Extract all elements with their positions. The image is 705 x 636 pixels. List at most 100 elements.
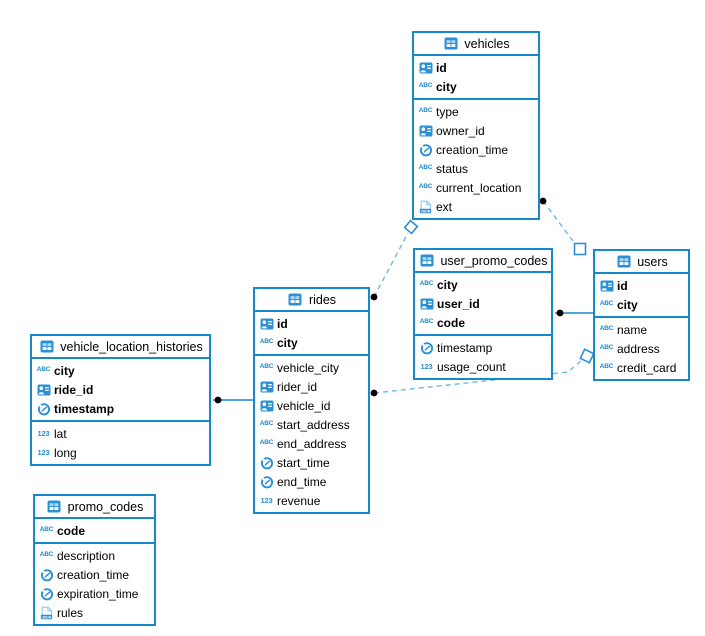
column-name: revenue xyxy=(277,493,321,508)
column-row-rider_id[interactable]: rider_id xyxy=(255,377,368,396)
endpoint-square xyxy=(403,219,419,235)
column-row-expiration_time[interactable]: expiration_time xyxy=(35,584,154,603)
abc-icon: ABC xyxy=(419,280,434,288)
column-row-id[interactable]: id xyxy=(255,314,368,333)
column-row-owner_id[interactable]: owner_id xyxy=(414,121,538,140)
abc-icon: ABC xyxy=(259,363,274,371)
abc-icon: ABC xyxy=(259,420,274,428)
clock-icon xyxy=(417,143,434,157)
column-row-id[interactable]: id xyxy=(595,276,688,295)
table-icon xyxy=(287,293,304,306)
abc-icon: ABC xyxy=(419,318,434,326)
table-icon xyxy=(615,255,632,268)
column-row-start_time[interactable]: start_time xyxy=(255,453,368,472)
column-name: city xyxy=(617,297,638,312)
123-icon: 123 xyxy=(260,495,273,505)
id-icon xyxy=(258,318,275,330)
table-name: vehicle_location_histories xyxy=(60,339,203,354)
column-row-creation_time[interactable]: creation_time xyxy=(35,565,154,584)
table-header[interactable]: rides xyxy=(255,289,368,312)
column-row-timestamp[interactable]: timestamp xyxy=(32,399,209,418)
column-name: expiration_time xyxy=(57,586,139,601)
column-name: address xyxy=(617,341,660,356)
table-header[interactable]: vehicle_location_histories xyxy=(32,336,209,359)
123-icon: 123 xyxy=(37,428,50,438)
column-name: type xyxy=(436,104,459,119)
column-name: ext xyxy=(436,199,453,214)
abc-icon: ABC xyxy=(599,325,614,333)
table-name: vehicles xyxy=(464,36,510,51)
json-icon: JSON xyxy=(38,606,55,620)
column-row-ride_id[interactable]: ride_id xyxy=(32,380,209,399)
clock-icon xyxy=(258,456,275,470)
column-name: code xyxy=(57,523,86,538)
clock-icon xyxy=(38,587,55,601)
relationship-vehicles-to-users[interactable] xyxy=(542,200,577,246)
column-row-id[interactable]: id xyxy=(414,58,538,77)
table-header[interactable]: users xyxy=(595,251,688,274)
table-name: rides xyxy=(308,292,337,307)
column-name: city xyxy=(277,335,298,350)
abc-icon: ABC xyxy=(39,551,54,559)
table-header[interactable]: vehicles xyxy=(414,33,538,56)
column-row-vehicle_id[interactable]: vehicle_id xyxy=(255,396,368,415)
column-row-user_id[interactable]: user_id xyxy=(415,294,551,313)
column-row-creation_time[interactable]: creation_time xyxy=(414,140,538,159)
column-name: long xyxy=(54,445,77,460)
table-header[interactable]: promo_codes xyxy=(35,496,154,519)
id-icon xyxy=(258,400,275,412)
column-name: end_address xyxy=(277,436,347,451)
column-name: start_time xyxy=(277,455,330,470)
abc-icon: ABC xyxy=(418,164,433,172)
column-name: ride_id xyxy=(54,382,94,397)
abc-icon: ABC xyxy=(36,366,51,374)
column-name: vehicle_city xyxy=(277,360,340,375)
column-row-timestamp[interactable]: timestamp xyxy=(415,338,551,357)
relationship-rides-to-users[interactable] xyxy=(373,359,583,394)
table-name: users xyxy=(637,254,668,269)
column-row-revenue[interactable]: 123 revenue xyxy=(255,491,368,510)
table-icon xyxy=(418,254,435,267)
column-row-end_time[interactable]: end_time xyxy=(255,472,368,491)
abc-icon: ABC xyxy=(599,363,614,371)
column-name: timestamp xyxy=(54,401,115,416)
relationship-rides-to-vehicles[interactable] xyxy=(373,232,409,298)
column-row-lat[interactable]: 123 lat xyxy=(32,424,209,443)
table-header[interactable]: user_promo_codes xyxy=(415,250,551,273)
column-name: description xyxy=(57,548,116,563)
clock-icon xyxy=(38,568,55,582)
column-name: lat xyxy=(54,426,67,441)
